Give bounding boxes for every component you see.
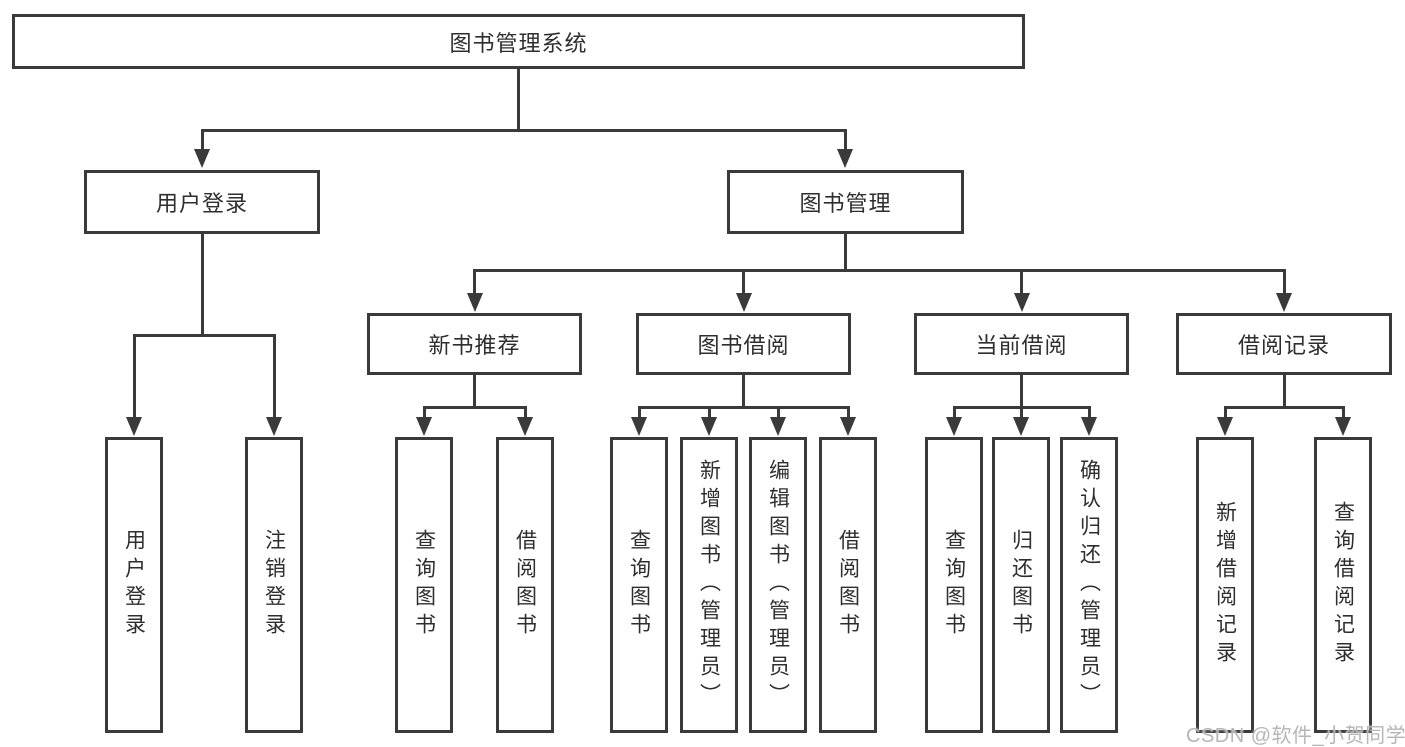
arrowhead-icon	[1013, 417, 1029, 436]
connector-line	[742, 268, 745, 297]
arrowhead-icon	[517, 417, 533, 436]
connector-line	[523, 405, 527, 421]
arrowhead-icon	[837, 149, 853, 168]
connector-line	[272, 333, 276, 421]
connector-line	[422, 405, 426, 421]
arrowhead-icon	[266, 417, 282, 436]
leaf-newbook-borrow: 借阅图书	[496, 437, 554, 733]
leaf-logout: 注销登录	[245, 437, 303, 733]
arrowhead-icon	[840, 417, 856, 436]
node-borrow-records: 借阅记录	[1176, 313, 1392, 375]
connector-line	[846, 405, 850, 421]
connector-line	[843, 128, 847, 153]
node-user-login: 用户登录	[84, 170, 320, 234]
node-new-book-recommend: 新书推荐	[367, 313, 582, 375]
leaf-current-confirm: 确认归还（管理员）	[1060, 437, 1118, 733]
connector-line	[132, 333, 136, 421]
arrowhead-icon	[631, 417, 647, 436]
arrowhead-icon	[946, 417, 962, 436]
connector-line	[1087, 405, 1091, 421]
connector-line	[1020, 374, 1023, 409]
arrowhead-icon	[1081, 417, 1097, 436]
arrowhead-icon	[1276, 293, 1292, 312]
connector-line	[1020, 268, 1023, 297]
node-book-management: 图书管理	[727, 170, 964, 234]
connector-line	[637, 405, 641, 421]
watermark: CSDN @软件_小贺同学	[1186, 725, 1405, 747]
connector-line	[473, 374, 476, 409]
connector-line	[200, 128, 204, 153]
leaf-current-query: 查询图书	[925, 437, 983, 733]
leaf-borrow-query: 查询图书	[610, 437, 668, 733]
leaf-user-login: 用户登录	[105, 437, 163, 733]
arrowhead-icon	[770, 417, 786, 436]
arrowhead-icon	[466, 293, 483, 312]
arrowhead-icon	[1335, 417, 1351, 436]
connector-line	[742, 374, 745, 409]
connector-line	[952, 405, 956, 421]
connector-line	[707, 405, 711, 421]
connector-line	[1282, 374, 1286, 409]
node-book-borrow: 图书借阅	[636, 313, 851, 375]
leaf-borrow-edit: 编辑图书（管理员）	[749, 437, 807, 733]
connector-line	[1223, 405, 1227, 421]
leaf-newbook-query: 查询图书	[395, 437, 453, 733]
leaf-borrow-add: 新增图书（管理员）	[680, 437, 738, 733]
arrowhead-icon	[416, 417, 432, 436]
node-root: 图书管理系统	[12, 14, 1025, 69]
arrowhead-icon	[1217, 417, 1233, 436]
leaf-records-add: 新增借阅记录	[1196, 437, 1254, 733]
arrowhead-icon	[194, 149, 210, 168]
connector-line	[1341, 405, 1345, 421]
node-current-borrow: 当前借阅	[914, 313, 1129, 375]
arrowhead-icon	[1013, 293, 1030, 312]
connector-line	[132, 333, 276, 337]
connector-line	[200, 128, 847, 132]
leaf-borrow-do: 借阅图书	[819, 437, 877, 733]
arrowhead-icon	[126, 417, 142, 436]
connector-line	[1282, 268, 1286, 297]
arrowhead-icon	[735, 293, 752, 312]
leaf-records-query: 查询借阅记录	[1314, 437, 1372, 733]
arrowhead-icon	[701, 417, 717, 436]
connector-line	[200, 233, 204, 337]
connector-line	[1019, 405, 1023, 421]
connector-line	[516, 69, 520, 132]
connector-line	[843, 233, 847, 272]
leaf-current-return: 归还图书	[992, 437, 1050, 733]
connector-line	[776, 405, 780, 421]
connector-line	[473, 268, 476, 297]
connector-line	[473, 268, 1286, 272]
